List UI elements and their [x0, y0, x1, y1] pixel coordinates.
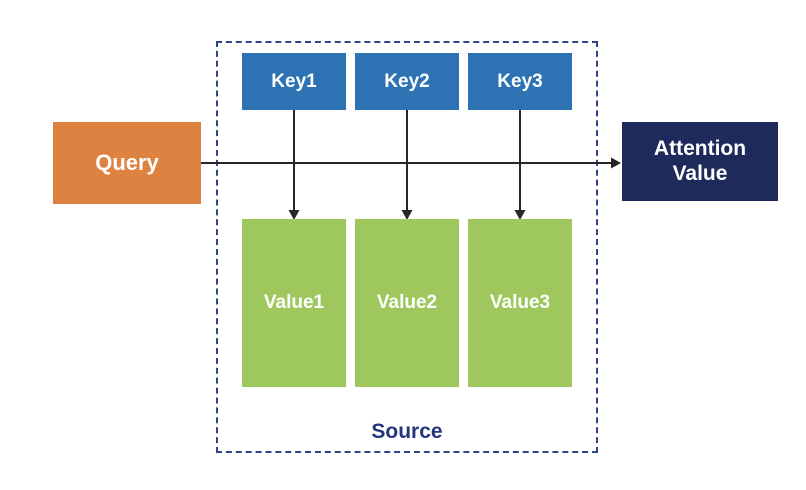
attention-value-label-line2: Value — [672, 161, 728, 185]
key2-label: Key2 — [384, 70, 430, 92]
key3-label: Key3 — [497, 70, 543, 92]
source-dashed-container — [216, 41, 598, 453]
key1-box: Key1 — [242, 53, 346, 110]
value3-label: Value3 — [489, 292, 551, 313]
query-label: Query — [95, 150, 159, 175]
value1-box: Value1 — [242, 219, 346, 387]
key1-label: Key1 — [271, 70, 317, 92]
attention-value-label-line1: Attention — [653, 137, 747, 161]
key2-box: Key2 — [355, 53, 459, 110]
query-box: Query — [53, 122, 201, 204]
value1-label: Value1 — [263, 292, 325, 313]
key3-box: Key3 — [468, 53, 572, 110]
attention-value-box: Attention Value — [622, 122, 778, 201]
value2-box: Value2 — [355, 219, 459, 387]
value3-box: Value3 — [468, 219, 572, 387]
source-label: Source — [371, 420, 443, 443]
value2-label: Value2 — [376, 292, 438, 313]
